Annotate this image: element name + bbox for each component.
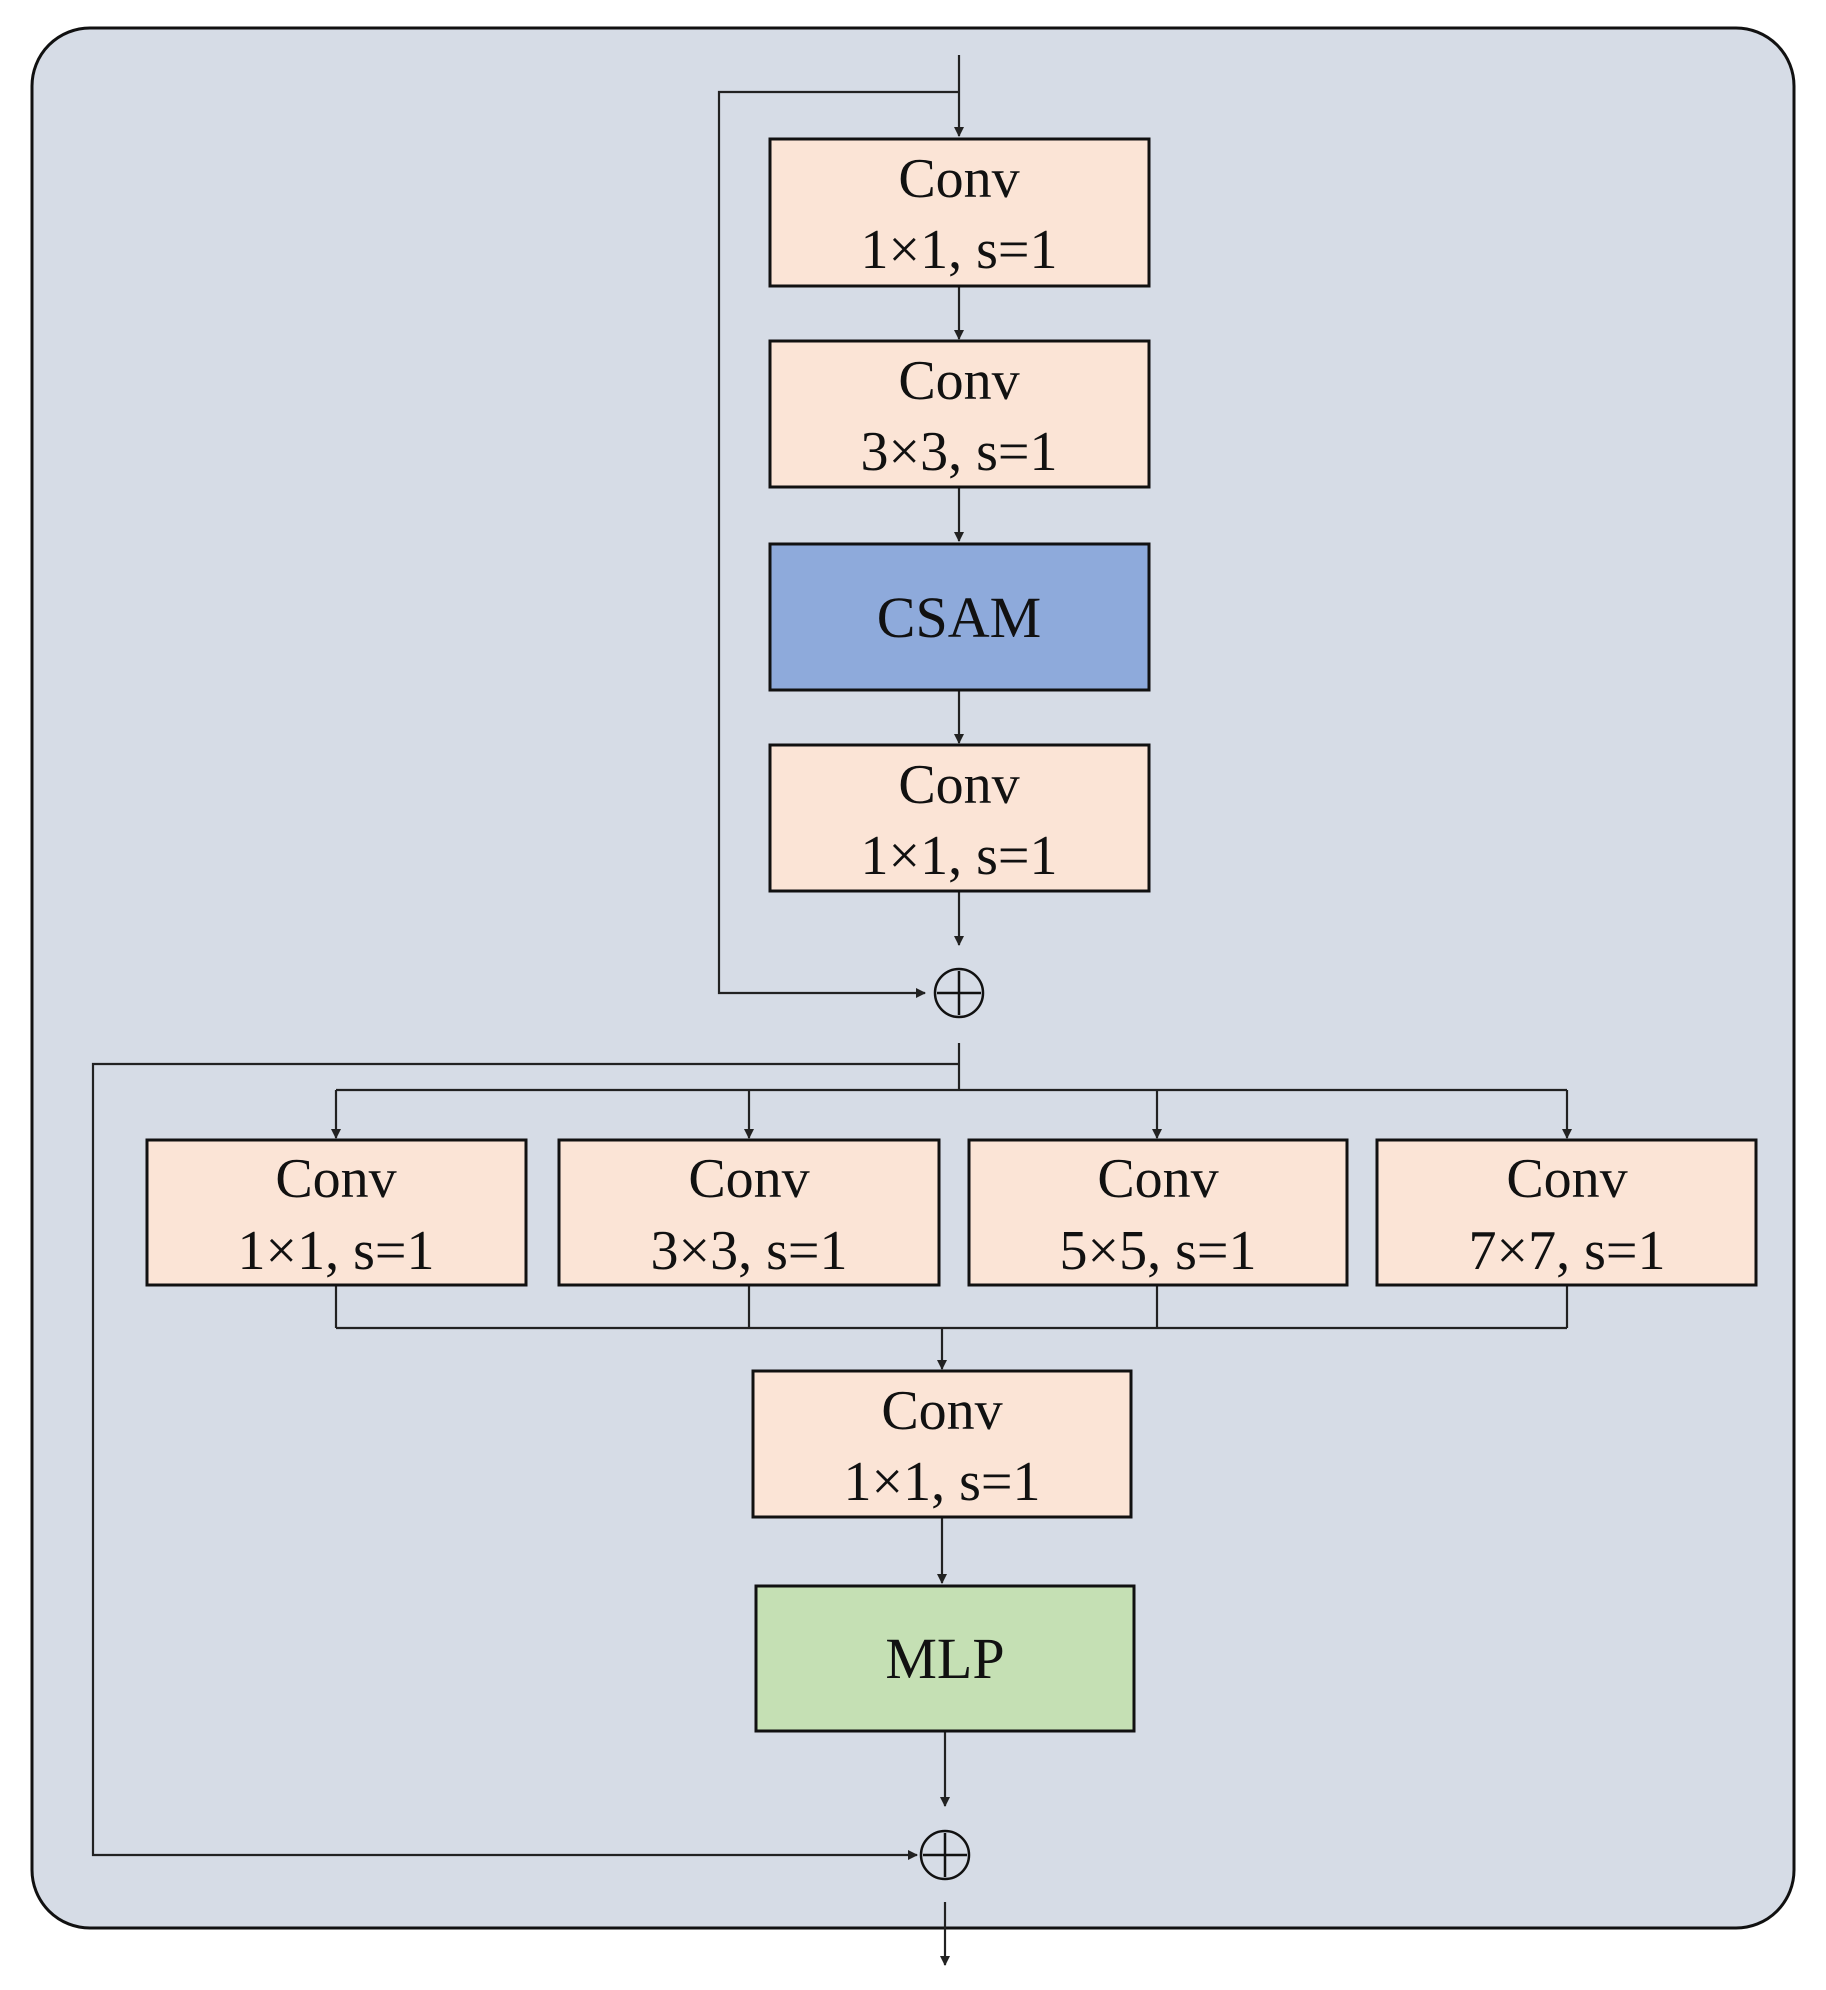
conv-1x1-after-csam: Conv 1×1, s=1 <box>768 743 1151 893</box>
background-panel <box>30 26 1796 1930</box>
branch-conv-7x7: Conv 7×7, s=1 <box>1375 1138 1758 1287</box>
block-params: 1×1, s=1 <box>238 1220 435 1282</box>
block-title: Conv <box>898 754 1019 816</box>
block-params: 3×3, s=1 <box>651 1220 848 1282</box>
block-params: 1×1, s=1 <box>844 1451 1041 1513</box>
mlp-block: MLP <box>754 1584 1136 1733</box>
block-title: Conv <box>881 1380 1002 1442</box>
block-title: Conv <box>688 1148 809 1210</box>
connectors <box>91 55 1572 1966</box>
add-operator-top <box>933 967 985 1019</box>
block-title: MLP <box>885 1626 1004 1691</box>
branch-conv-5x5: Conv 5×5, s=1 <box>967 1138 1349 1287</box>
block-title: CSAM <box>877 585 1041 650</box>
block-title: Conv <box>275 1148 396 1210</box>
add-operator-bottom <box>919 1829 971 1881</box>
branch-conv-1x1: Conv 1×1, s=1 <box>145 1138 528 1287</box>
branch-conv-3x3: Conv 3×3, s=1 <box>557 1138 941 1287</box>
block-params: 7×7, s=1 <box>1469 1220 1666 1282</box>
block-title: Conv <box>1506 1148 1627 1210</box>
fusion-conv-1x1: Conv 1×1, s=1 <box>751 1369 1133 1519</box>
block-title: Conv <box>898 350 1019 412</box>
conv-1x1-top: Conv 1×1, s=1 <box>768 137 1151 288</box>
block-params: 1×1, s=1 <box>861 219 1058 281</box>
csam-block: CSAM <box>768 542 1151 692</box>
block-params: 1×1, s=1 <box>861 825 1058 887</box>
block-params: 3×3, s=1 <box>861 421 1058 483</box>
block-title: Conv <box>898 148 1019 210</box>
conv-3x3-top: Conv 3×3, s=1 <box>768 339 1151 489</box>
block-params: 5×5, s=1 <box>1060 1220 1257 1282</box>
block-title: Conv <box>1097 1148 1218 1210</box>
